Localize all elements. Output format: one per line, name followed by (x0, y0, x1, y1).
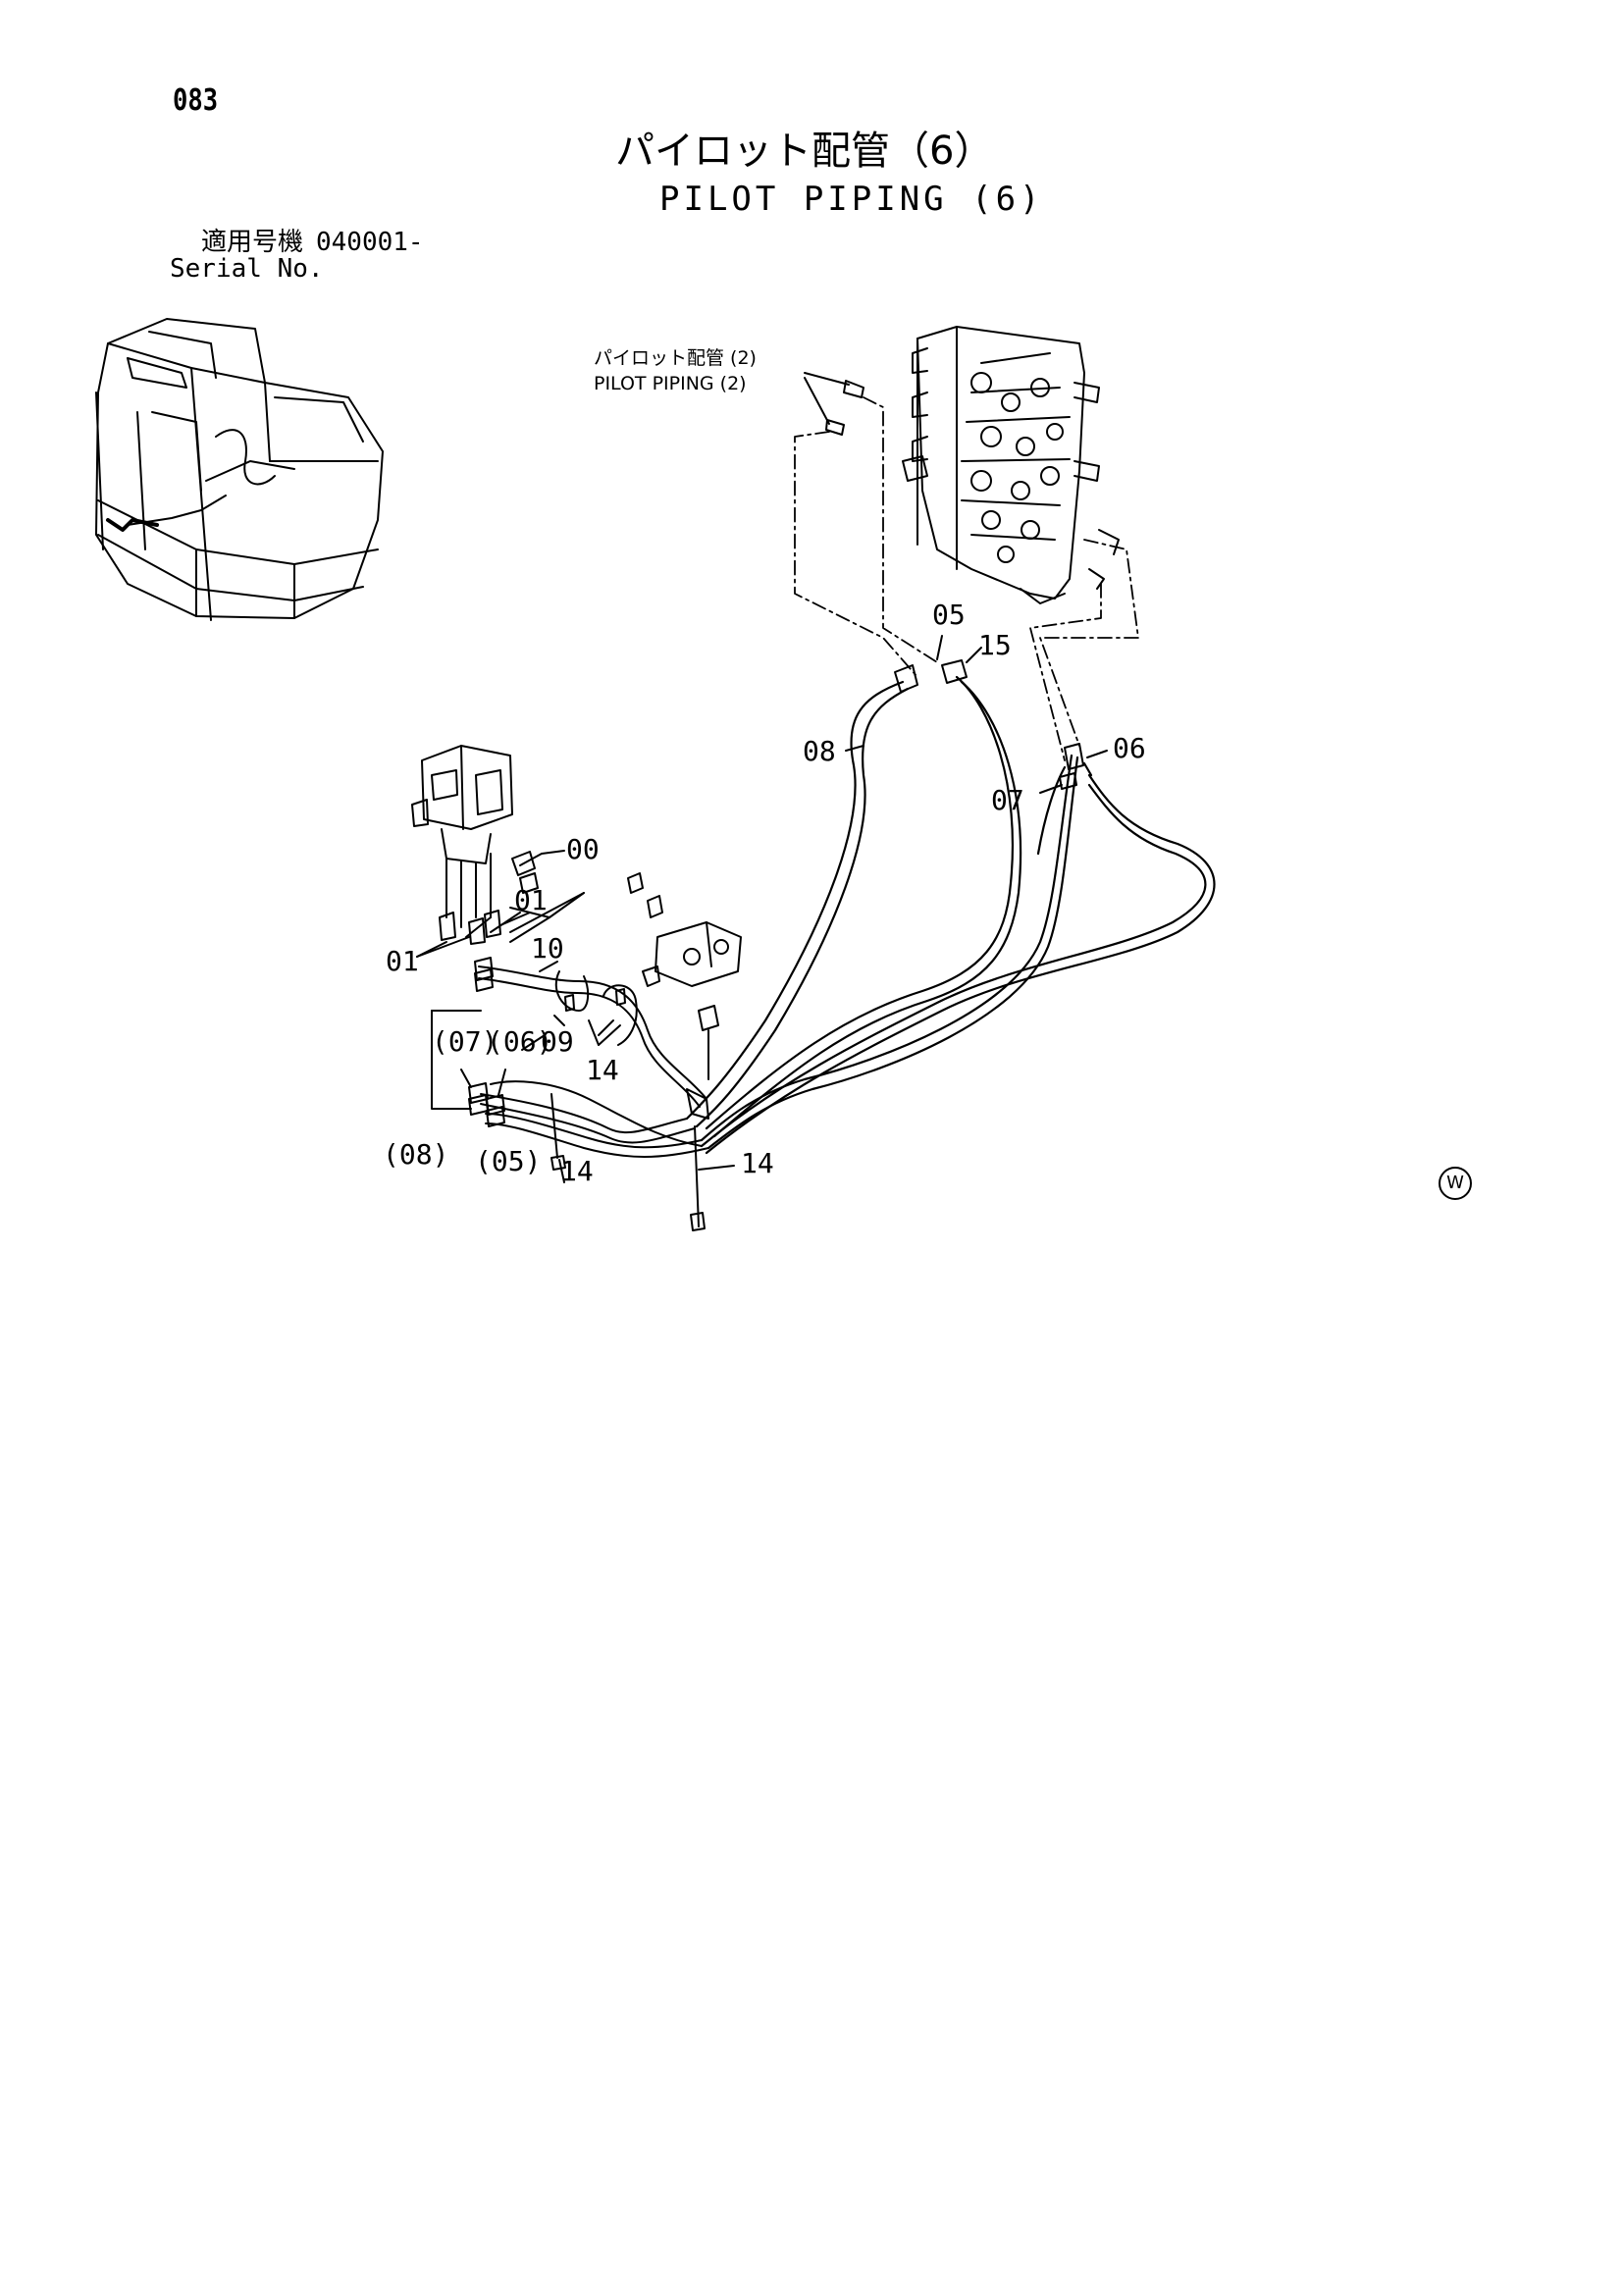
control-valve-illustration (902, 326, 1120, 604)
callout-07: 07 (991, 784, 1024, 816)
callout-01-lower: 01 (386, 945, 419, 977)
pilot-valve-illustration (411, 745, 539, 945)
hose-bundle (685, 675, 1216, 1155)
shuttle-block-illustration (627, 872, 742, 1080)
callout-09: 09 (541, 1025, 574, 1058)
callout-10: 10 (531, 932, 564, 965)
w-circle-mark: W (1439, 1167, 1472, 1200)
callout-00: 00 (566, 833, 600, 865)
callout-01-upper: 01 (514, 884, 548, 916)
page-number: 083 (173, 83, 219, 118)
callout-06: 06 (1113, 732, 1146, 764)
callout-05: 05 (932, 599, 966, 631)
callout-06-ref: (06) (487, 1025, 553, 1058)
page-title-english: PILOT PIPING (6) (659, 180, 1044, 219)
serial-label-japanese: 適用号機 (201, 228, 304, 257)
callout-05-ref: (05) (475, 1145, 542, 1177)
cab-thumbnail-illustration (95, 318, 384, 621)
callout-14-center: 14 (586, 1054, 619, 1086)
callout-15: 15 (978, 629, 1012, 661)
callout-08-ref: (08) (383, 1138, 449, 1171)
callout-14-lower-right: 14 (741, 1147, 774, 1179)
serial-label-english: Serial No. (170, 254, 324, 284)
reference-label-japanese: パイロット配管 (2) (594, 347, 757, 369)
reference-label-english: PILOT PIPING (2) (594, 373, 747, 394)
callout-07-ref: (07) (432, 1025, 498, 1058)
page-title-japanese: パイロット配管（6） (615, 129, 994, 174)
serial-number-value: 040001- (316, 228, 424, 257)
callout-14-lower-left: 14 (560, 1155, 594, 1187)
callout-08: 08 (803, 735, 836, 767)
